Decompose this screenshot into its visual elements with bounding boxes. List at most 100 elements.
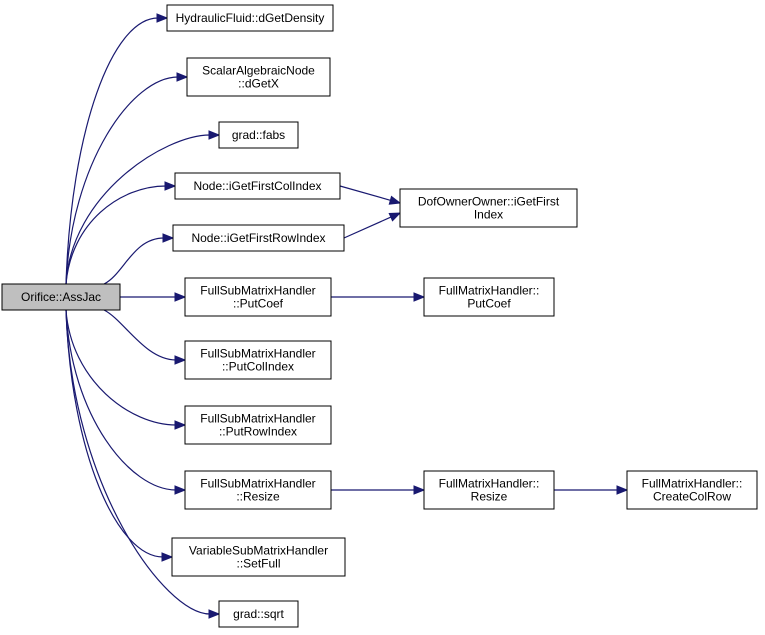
node-vsm_setfull[interactable]: VariableSubMatrixHandler::SetFull [171,537,346,577]
edge-line [343,216,392,239]
edge-line [65,134,211,285]
node-label: grad::sqrt [233,607,284,621]
arrowhead [174,355,187,365]
edge-line [65,76,179,285]
node-label: DofOwnerOwner::iGetFirst [418,195,560,209]
edge-root-to-fsm_resize [65,309,187,495]
arrowhead [616,485,629,495]
edge-root-to-node_col [65,181,177,285]
node-box [174,172,341,200]
node-label: HydraulicFluid::dGetDensity [176,11,325,25]
arrowhead [413,292,426,302]
arrowhead [164,181,177,191]
arrowhead [176,72,189,82]
node-box [172,224,345,252]
node-label: ::SetFull [236,557,280,571]
node-label: FullSubMatrixHandler [200,284,315,298]
node-label: FullSubMatrixHandler [200,412,315,426]
edge-line [103,237,165,285]
node-label: FullMatrixHandler:: [642,477,743,491]
node-fsm_putcoef[interactable]: FullSubMatrixHandler::PutCoef [184,277,332,317]
node-box [218,121,299,149]
node-box [171,537,346,577]
node-layer: Orifice::AssJac HydraulicFluid::dGetDensi… [1,4,758,628]
node-label: FullSubMatrixHandler [200,347,315,361]
node-box [423,277,555,317]
node-fsm_putrow[interactable]: FullSubMatrixHandler::PutRowIndex [184,405,332,445]
edge-line [65,17,159,285]
node-label: VariableSubMatrixHandler [189,544,328,558]
edge-line [65,309,211,615]
arrowhead [174,292,187,302]
edge-line [65,309,164,558]
node-label: Node::iGetFirstRowIndex [191,231,325,245]
node-label: Resize [471,490,508,504]
node-box [184,405,332,445]
node-grad_fabs[interactable]: grad::fabs [218,121,299,149]
edge-fsm_resize-to-fm_resize [331,485,426,495]
edge-root-to-san_dgetx [65,72,189,285]
edge-fm_resize-to-fm_createcolrow [554,485,629,495]
edge-layer [65,13,629,619]
edge-line [65,309,177,491]
arrowhead [388,212,402,222]
node-label: ::dGetX [238,77,279,91]
node-box [186,57,331,97]
node-label: ::PutCoef [233,297,284,311]
node-label: ::PutRowIndex [219,425,297,439]
node-label: ::PutColIndex [222,360,294,374]
node-label: FullMatrixHandler:: [439,284,540,298]
edge-line [103,309,177,361]
node-label: Node::iGetFirstColIndex [193,179,321,193]
edge-root-to-vsm_setfull [65,309,174,562]
edge-line [339,185,391,201]
node-fsm_putcol[interactable]: FullSubMatrixHandler::PutColIndex [184,340,332,380]
edge-fsm_putcoef-to-fm_putcoef [331,292,426,302]
edge-root-to-fsm_putcol [103,309,187,365]
node-box [626,470,758,510]
node-node_row[interactable]: Node::iGetFirstRowIndex [172,224,345,252]
node-box [423,470,555,510]
node-grad_sqrt[interactable]: grad::sqrt [218,600,299,628]
node-label: ::Resize [236,490,280,504]
arrowhead [208,130,221,140]
arrowhead [174,420,187,430]
node-san_dgetx[interactable]: ScalarAlgebraicNode::dGetX [186,57,331,97]
arrowhead [161,552,174,562]
node-fm_createcolrow[interactable]: FullMatrixHandler::CreateColRow [626,470,758,510]
edge-node_col-to-dof_first [339,185,402,205]
node-node_col[interactable]: Node::iGetFirstColIndex [174,172,341,200]
edge-root-to-node_row [103,233,175,285]
edge-root-to-hf_density [65,13,169,285]
node-label: Index [474,208,503,222]
edge-node_row-to-dof_first [343,212,402,239]
node-box [184,277,332,317]
arrowhead [156,13,169,23]
node-label: Orifice::AssJac [21,290,101,304]
node-label: PutCoef [467,297,511,311]
node-box [166,4,334,32]
node-label: CreateColRow [653,490,731,504]
edge-line [65,309,177,426]
node-box [399,188,578,228]
node-box [1,283,121,311]
node-fsm_resize[interactable]: FullSubMatrixHandler::Resize [184,470,332,510]
edge-root-to-fsm_putrow [65,309,187,430]
arrowhead [162,233,175,243]
node-hf_density[interactable]: HydraulicFluid::dGetDensity [166,4,334,32]
arrowhead [174,485,187,495]
arrowhead [388,195,402,205]
node-box [184,340,332,380]
node-fm_putcoef[interactable]: FullMatrixHandler::PutCoef [423,277,555,317]
edge-root-to-fsm_putcoef [120,292,187,302]
arrowhead [413,485,426,495]
node-root[interactable]: Orifice::AssJac [1,283,121,311]
node-label: FullMatrixHandler:: [439,477,540,491]
arrowhead [208,609,221,619]
node-label: ScalarAlgebraicNode [202,64,315,78]
node-box [218,600,299,628]
node-label: FullSubMatrixHandler [200,477,315,491]
node-fm_resize[interactable]: FullMatrixHandler::Resize [423,470,555,510]
